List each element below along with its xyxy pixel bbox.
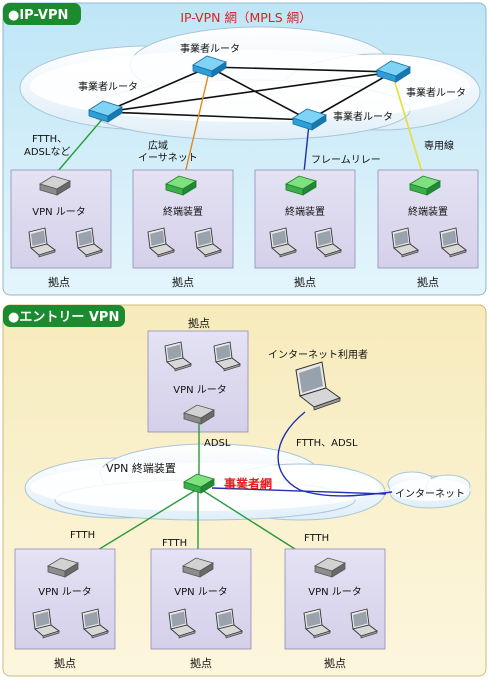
site-box: 終端装置	[132, 169, 234, 269]
site-box: 終端装置	[377, 169, 479, 269]
site-device-label: VPN ルータ	[308, 586, 362, 598]
site-box: VPN ルータ	[147, 330, 249, 433]
site-label: 拠点	[48, 276, 70, 289]
site-label: 拠点	[172, 276, 194, 289]
internet-line	[211, 487, 387, 495]
site-box: 終端装置	[254, 169, 356, 269]
router-label: 事業者ルータ	[406, 86, 466, 99]
router-label: 事業者ルータ	[180, 42, 240, 55]
ethernet-line	[182, 71, 210, 183]
link-label-ethernet: イーサネット	[138, 152, 198, 164]
link-label-wide: 広域	[148, 139, 168, 152]
ip-vpn-network-title: IP-VPN 網（MPLS 網）	[180, 10, 311, 25]
internet-label: インターネット	[395, 488, 465, 500]
site-box: VPN ルータ	[150, 548, 252, 650]
site-device-label: VPN ルータ	[32, 206, 86, 218]
site-label: 拠点	[54, 657, 76, 670]
carrier-cloud	[24, 443, 386, 521]
link-label-leased: 専用線	[424, 139, 454, 152]
carrier-network-label: 事業者網	[224, 476, 272, 491]
link-label-adsl: ADSLなど	[24, 146, 70, 158]
internet-user-label: インターネット利用者	[268, 349, 368, 361]
leased-line	[392, 75, 426, 183]
entry-vpn-tag: ●エントリー VPN	[8, 310, 119, 325]
site-device-label: 終端装置	[285, 205, 325, 218]
internet-link-label: FTTH、ADSL	[296, 438, 358, 449]
site-label: 拠点	[417, 276, 439, 289]
router-label: 事業者ルータ	[78, 80, 138, 93]
site-box: VPN ルータ	[14, 548, 116, 650]
router-mesh	[104, 66, 394, 121]
site-box: VPN ルータ	[284, 548, 386, 650]
ftth-label: FTTH	[70, 530, 95, 541]
entry-vpn-tag-bg	[3, 305, 125, 327]
ftth-label: FTTH	[304, 533, 329, 544]
adsl-label: ADSL	[204, 438, 231, 449]
site-device-label: VPN ルータ	[173, 384, 227, 396]
site-label: 拠点	[190, 657, 212, 670]
internet-user-line	[277, 411, 393, 497]
ip-vpn-tag: ●IP-VPN	[8, 8, 68, 23]
site-box: VPN ルータ	[10, 169, 112, 269]
ip-vpn-tag-bg	[3, 3, 81, 25]
site-device-label: VPN ルータ	[38, 586, 92, 598]
site-device-label: VPN ルータ	[174, 586, 228, 598]
site-device-label: 終端装置	[163, 205, 203, 218]
link-label-frame-relay: フレームリレー	[311, 154, 381, 166]
site-device-label: 終端装置	[408, 205, 448, 218]
ftth-label: FTTH	[162, 538, 187, 549]
site-label: 拠点	[324, 657, 346, 670]
link-label-ftth: FTTH、	[32, 134, 67, 145]
ftth-line	[51, 115, 106, 179]
router-label: 事業者ルータ	[333, 110, 393, 123]
site-label: 拠点	[188, 317, 210, 330]
site-label: 拠点	[294, 276, 316, 289]
vpn-terminal-label: VPN 終端装置	[106, 461, 176, 475]
